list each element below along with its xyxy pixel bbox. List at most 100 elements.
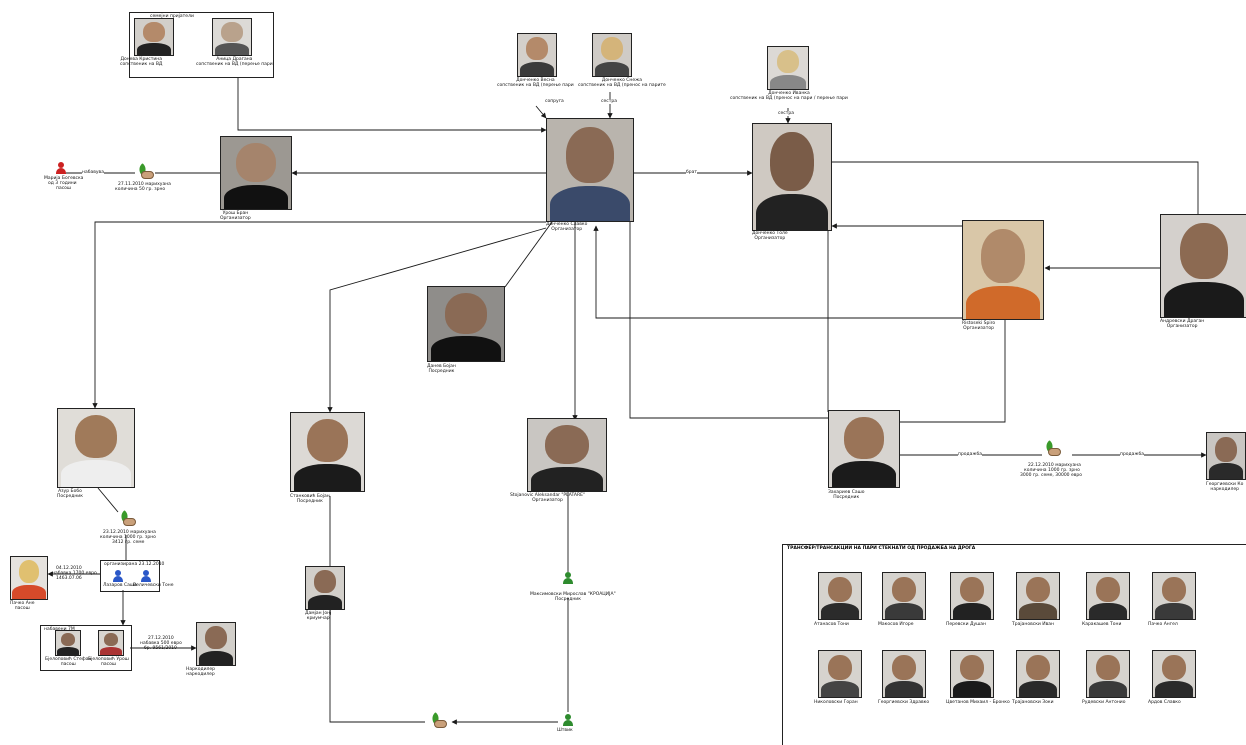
- person-role: Посредник: [296, 499, 323, 504]
- gallery-portrait[interactable]: [1016, 650, 1060, 698]
- gallery-name: Рудевски Антонио: [1082, 700, 1126, 705]
- edge-label-sister2: сестра: [778, 111, 794, 116]
- gallery-portrait[interactable]: [1086, 572, 1130, 620]
- portrait-caption: Stojanovic Aleksandar "PLATARE"Организат…: [510, 493, 585, 503]
- person-role: Организатор: [1166, 324, 1198, 329]
- person-name: Донченко Толе: [752, 231, 788, 236]
- gallery-portrait[interactable]: [1016, 572, 1060, 620]
- portrait-bsq1[interactable]: [55, 630, 81, 656]
- gallery-portrait[interactable]: [950, 572, 994, 620]
- portrait-rightEdge[interactable]: [1206, 432, 1246, 480]
- passport-box: набавени 7М: [40, 625, 132, 671]
- person-name: Бјелоповић Урош: [88, 657, 129, 662]
- gallery-name: Трајановски Зоки: [1012, 700, 1054, 705]
- gallery-portrait[interactable]: [818, 650, 862, 698]
- family-frame-title: семејни пријатели: [150, 14, 194, 19]
- edge-orgtop-farright: [832, 161, 1199, 214]
- gallery-name: Ардов Славко: [1148, 700, 1181, 705]
- portrait-rightLow[interactable]: [828, 410, 900, 488]
- gallery-portrait[interactable]: [1086, 650, 1130, 698]
- edge-label-brother: брат: [686, 170, 698, 175]
- edge-label-rightdeal: продажба: [958, 452, 983, 457]
- portrait-grey1[interactable]: [212, 18, 252, 56]
- left-person: Марија Богевска од 3 години пасош: [44, 162, 83, 202]
- portrait-bsq2[interactable]: [98, 630, 124, 656]
- person-name: Георгиевски Ко: [1206, 482, 1244, 487]
- person-role: криумчар: [306, 616, 330, 621]
- edge-rightlow-bald: [900, 320, 1006, 423]
- edge-center-midblk: [504, 221, 553, 288]
- gallery-portrait[interactable]: [1152, 572, 1196, 620]
- portrait-leftOld[interactable]: [57, 408, 135, 488]
- person-role: сопственик на ВД (перење пари: [497, 83, 574, 88]
- person-role: наркодилер: [186, 672, 215, 677]
- portrait-blonde3[interactable]: [767, 46, 809, 90]
- edge-center-leftold: [92, 221, 546, 409]
- portrait-farRight[interactable]: [1160, 214, 1246, 318]
- gallery-portrait[interactable]: [950, 650, 994, 698]
- transfer-panel: ТРАНСФЕР/ТРАНСАКЦИИ НА ПАРИ СТЕКНАТИ ОД …: [782, 544, 1246, 745]
- person-name: Донченко Весна: [516, 78, 555, 83]
- portrait-kid[interactable]: [10, 556, 48, 600]
- portrait-dark2[interactable]: [517, 33, 557, 77]
- portrait-orgLeft[interactable]: [220, 136, 292, 210]
- person-role: сопственик на ВД (пренос на парите: [578, 83, 666, 88]
- portrait-center[interactable]: [546, 118, 634, 222]
- person-name: Наркодилер: [186, 667, 216, 672]
- person-name: Дамјан Јонј: [305, 611, 332, 616]
- drug-deal-icon: [1042, 440, 1062, 458]
- person-name: Донченко Снежа: [601, 78, 642, 83]
- gallery-name: Перевски Душан: [946, 622, 986, 627]
- edge-small-bottom: [329, 610, 425, 723]
- portrait-bald[interactable]: [962, 220, 1044, 320]
- portrait-colMid[interactable]: [290, 412, 365, 492]
- person-role: Организатор: [551, 227, 583, 232]
- gallery-name: Цветанов Михаил - Бронко: [946, 700, 1010, 705]
- gallery-portrait[interactable]: [818, 572, 862, 620]
- person-name: Азур Бобо: [58, 489, 82, 494]
- person-role: Организатор: [963, 326, 994, 331]
- portrait-blonde1[interactable]: [134, 18, 174, 56]
- person-name: Урош Бран: [222, 211, 249, 216]
- gallery-portrait[interactable]: [882, 650, 926, 698]
- gallery-name: Пачко Ангел: [1148, 622, 1178, 627]
- edge-bald-center: [593, 225, 962, 319]
- portrait-orgTop[interactable]: [752, 123, 832, 231]
- portrait-smallPair[interactable]: [305, 566, 345, 610]
- edge-dark2-center: [535, 105, 547, 119]
- family-frame: семејни пријатели: [129, 12, 274, 78]
- person-icon: [56, 162, 66, 174]
- person-name: Аница Драгана: [216, 57, 253, 62]
- person-role: сопственик на ВД (перење пари: [196, 62, 273, 67]
- person-name: Донченко Иванка: [768, 91, 810, 96]
- gallery-portrait[interactable]: [882, 572, 926, 620]
- drug-deal-icon: [428, 712, 448, 730]
- person-icon: [141, 570, 151, 582]
- person-role: сопственик на ВД: [120, 62, 163, 67]
- person-name: Данев Бојан: [427, 364, 456, 369]
- edge-label-sister: сестра: [601, 99, 617, 104]
- portrait-midLow[interactable]: [527, 418, 607, 492]
- portrait-nar2[interactable]: [196, 622, 236, 666]
- person-role: пасош: [14, 606, 30, 611]
- person-role: наркодилер: [1210, 487, 1239, 492]
- gallery-portrait[interactable]: [1152, 650, 1196, 698]
- portrait-midBlk[interactable]: [427, 286, 505, 362]
- person-role: пасош: [60, 662, 76, 667]
- portrait-blonde2[interactable]: [592, 33, 632, 77]
